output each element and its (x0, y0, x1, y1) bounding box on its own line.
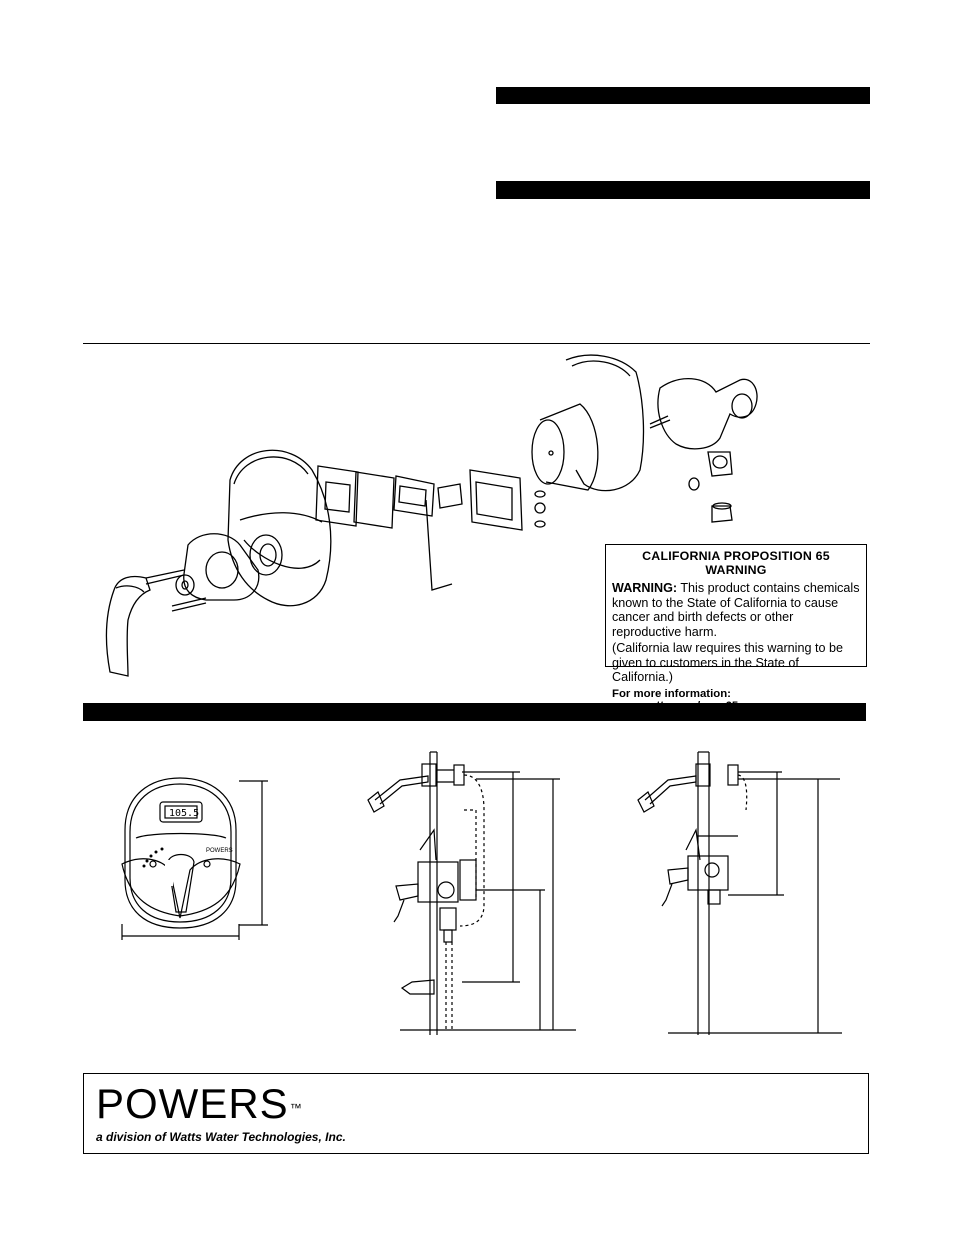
warning-note: (California law requires this warning to… (612, 641, 843, 684)
division-tagline: a division of Watts Water Technologies, … (96, 1130, 346, 1144)
warning-body: WARNING: This product contains chemicals… (612, 581, 860, 639)
warning-more-info: For more information: www.watts.com/prop… (612, 687, 739, 712)
logo-wordmark: POWERS (96, 1080, 289, 1127)
footer-brand-box: POWERS™ a division of Watts Water Techno… (83, 1073, 869, 1154)
prop65-warning-box: CALIFORNIA PROPOSITION 65 WARNING WARNIN… (605, 544, 867, 712)
section-header-bar-3 (83, 703, 866, 721)
warning-title: CALIFORNIA PROPOSITION 65 WARNING (642, 549, 830, 577)
section-header-bar-2 (496, 181, 870, 199)
powers-logo: POWERS™ (96, 1082, 303, 1126)
warning-text: This product contains chemicals known to… (612, 581, 860, 639)
warning-lead: WARNING: (612, 581, 678, 595)
divider-rule (83, 343, 870, 344)
section-header-bar-1 (496, 87, 870, 104)
front-display-readout: 105.5 (169, 808, 199, 819)
trademark-symbol: ™ (289, 1101, 303, 1115)
front-brand-label: POWERS (206, 848, 233, 854)
